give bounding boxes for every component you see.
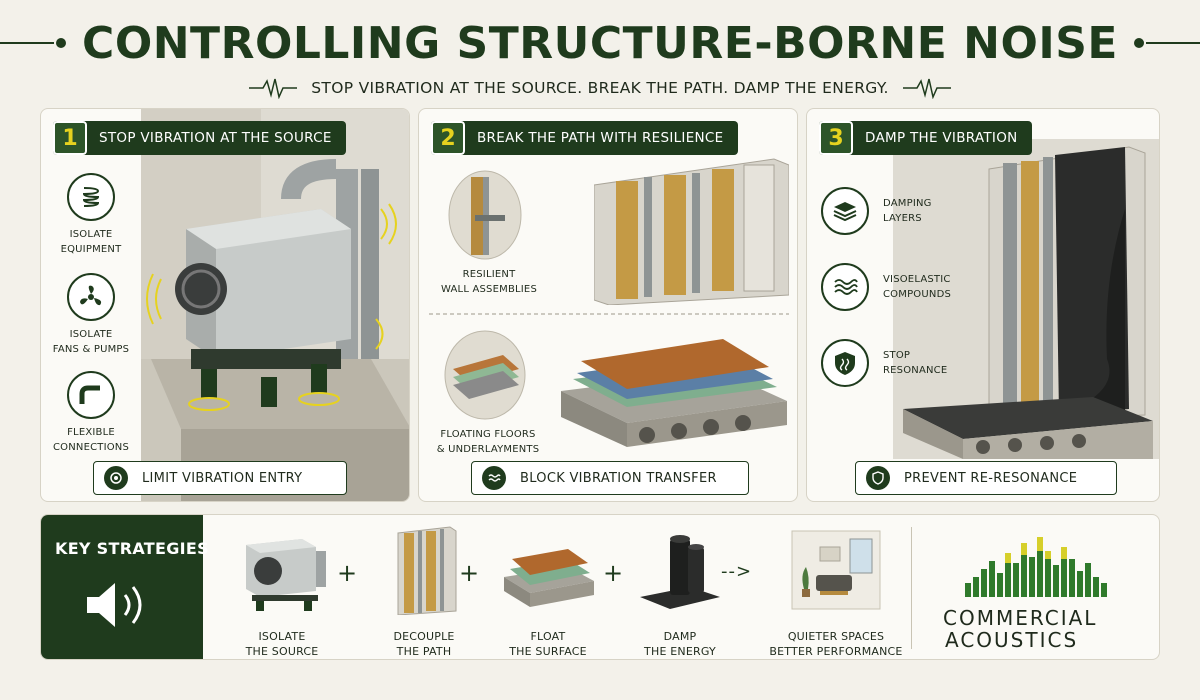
pipe-elbow-icon xyxy=(67,371,115,419)
plus-sign: + xyxy=(337,559,358,587)
feature-label: VISOELASTIC COMPOUNDS xyxy=(883,274,952,300)
title-rule-right xyxy=(1133,38,1200,48)
floating-floor-illustration xyxy=(561,339,787,447)
panel-header: 3 DAMP THE VIBRATION xyxy=(819,121,1032,155)
strategy-float: FLOAT THE SURFACE xyxy=(483,525,613,659)
panel-title: DAMP THE VIBRATION xyxy=(865,130,1018,146)
speaker-icon xyxy=(87,583,142,627)
waves-icon xyxy=(821,263,869,311)
feature-resilient-walls: RESILIENT WALL ASSEMBLIES xyxy=(440,269,538,295)
divider xyxy=(911,527,912,649)
floor-layers-illustration xyxy=(444,330,526,420)
quiet-room-thumbnail xyxy=(791,530,881,610)
title-row: CONTROLLING STRUCTURE-BORNE NOISE xyxy=(0,14,1200,72)
equalizer-logo-icon xyxy=(965,537,1107,597)
target-icon xyxy=(104,466,128,490)
footer-badge: BLOCK VIBRATION TRANSFER xyxy=(471,461,749,495)
page-subtitle: STOP VIBRATION AT THE SOURCE. BREAK THE … xyxy=(311,79,889,97)
waveform-icon xyxy=(249,78,298,99)
footer-text: BLOCK VIBRATION TRANSFER xyxy=(520,470,717,486)
hvac-unit-illustration xyxy=(141,109,409,501)
panel-title: STOP VIBRATION AT THE SOURCE xyxy=(99,130,332,146)
spring-icon xyxy=(67,173,115,221)
plus-sign: + xyxy=(603,559,624,587)
page-title: CONTROLLING STRUCTURE-BORNE NOISE xyxy=(82,17,1118,69)
strategy-isolate: ISOLATE THE SOURCE xyxy=(217,525,347,659)
step-number: 3 xyxy=(819,121,853,155)
layers-icon xyxy=(821,187,869,235)
strategy-damp: DAMP THE ENERGY xyxy=(615,525,745,659)
feature-viscoelastic: VISOELASTIC COMPOUNDS xyxy=(821,263,961,311)
step-number: 2 xyxy=(431,121,465,155)
shield-icon xyxy=(866,466,890,490)
resilient-channel-illustration xyxy=(448,170,522,260)
wall-assembly-illustration xyxy=(594,158,789,305)
feature-isolate-fans: ISOLATE FANS & PUMPS xyxy=(51,273,131,357)
feature-label: FLEXIBLE CONNECTIONS xyxy=(52,427,130,453)
strategy-caption: DECOUPLE THE PATH xyxy=(393,630,455,659)
feature-label: STOP RESONANCE xyxy=(883,350,948,376)
panel-damp: 3 DAMP THE VIBRATION DAMPING LAYERS VISO… xyxy=(806,108,1160,502)
strategy-caption: DAMP THE ENERGY xyxy=(644,630,716,659)
panel-header: 2 BREAK THE PATH WITH RESILIENCE xyxy=(431,121,738,155)
damping-roll-thumbnail xyxy=(640,535,720,609)
waves-icon xyxy=(482,466,506,490)
floor-thumbnail xyxy=(504,549,594,607)
panel-header: 1 STOP VIBRATION AT THE SOURCE xyxy=(53,121,346,155)
arrow-sign: --> xyxy=(721,561,753,582)
strategy-decouple: DECOUPLE THE PATH xyxy=(359,525,489,659)
footer-badge: LIMIT VIBRATION ENTRY xyxy=(93,461,347,495)
fan-icon xyxy=(67,273,115,321)
footer-badge: PREVENT RE-RESONANCE xyxy=(855,461,1117,495)
wall-thumbnail xyxy=(397,526,457,615)
waveform-icon xyxy=(902,78,951,99)
damping-wall-illustration xyxy=(893,139,1159,459)
feature-label: DAMPING LAYERS xyxy=(883,198,932,224)
plus-sign: + xyxy=(459,559,480,587)
subtitle-row: STOP VIBRATION AT THE SOURCE. BREAK THE … xyxy=(0,74,1200,102)
title-rule-left xyxy=(0,38,67,48)
feature-stop-resonance: STOP RESONANCE xyxy=(821,339,961,387)
footer-text: LIMIT VIBRATION ENTRY xyxy=(142,470,303,486)
key-strategies-title: KEY STRATEGIES xyxy=(55,539,209,558)
strategy-caption: FLOAT THE SURFACE xyxy=(509,630,587,659)
key-strategies-block: KEY STRATEGIES xyxy=(41,515,209,659)
feature-damping-layers: DAMPING LAYERS xyxy=(821,187,961,235)
feature-floating-floors: FLOATING FLOORS & UNDERLAYMENTS xyxy=(436,429,540,455)
panel-source: 1 STOP VIBRATION AT THE SOURCE ISOLATE E… xyxy=(40,108,410,502)
feature-label: ISOLATE EQUIPMENT xyxy=(60,229,122,255)
shield-wave-icon xyxy=(821,339,869,387)
footer-text: PREVENT RE-RESONANCE xyxy=(904,470,1078,486)
hvac-unit-thumbnail xyxy=(246,539,326,611)
panel-title: BREAK THE PATH WITH RESILIENCE xyxy=(477,130,724,146)
feature-isolate-equipment: ISOLATE EQUIPMENT xyxy=(51,173,131,257)
feature-label: ISOLATE FANS & PUMPS xyxy=(52,329,130,355)
section-divider xyxy=(429,313,789,315)
step-number: 1 xyxy=(53,121,87,155)
brand-name: COMMERCIAL ACOUSTICS xyxy=(943,606,1098,652)
strategy-result: QUIETER SPACES BETTER PERFORMANCE xyxy=(763,525,909,659)
strategy-caption: QUIETER SPACES BETTER PERFORMANCE xyxy=(769,630,903,659)
feature-flexible-connections: FLEXIBLE CONNECTIONS xyxy=(51,371,131,455)
key-strategies-strip: KEY STRATEGIES ISOLATE THE SOURCE + xyxy=(40,514,1160,660)
brand-logo: COMMERCIAL ACOUSTICS xyxy=(925,525,1155,653)
panel-path: 2 BREAK THE PATH WITH RESILIENCE RESILIE… xyxy=(418,108,798,502)
strategy-caption: ISOLATE THE SOURCE xyxy=(245,630,319,659)
